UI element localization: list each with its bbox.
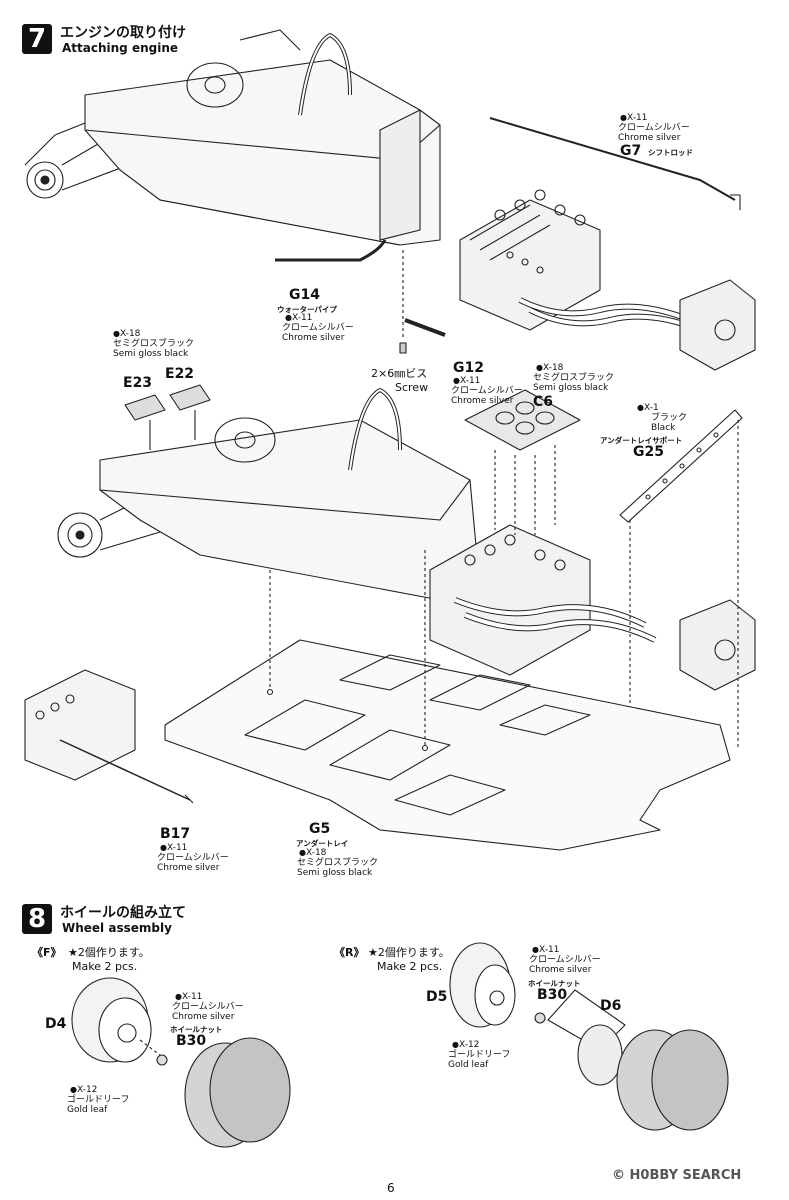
c6-color-jp: セミグロスブラック bbox=[533, 373, 615, 383]
g25-color-en: Black bbox=[651, 423, 676, 433]
step-7-number: 7 bbox=[22, 24, 52, 54]
watermark: © H0BBY SEARCH bbox=[612, 1168, 741, 1183]
e2223-color-jp: セミグロスブラック bbox=[113, 339, 195, 349]
g7-color-jp: クロームシルバー bbox=[618, 123, 690, 133]
e23-part-number: E23 bbox=[123, 375, 153, 391]
g12-part-number: G12 bbox=[453, 360, 484, 376]
g7-color-en: Chrome silver bbox=[618, 133, 681, 143]
step-7-title-en: Attaching engine bbox=[62, 41, 179, 55]
d6-part-number: D6 bbox=[600, 998, 622, 1014]
rear-b30-color-en: Chrome silver bbox=[529, 965, 592, 975]
g14-color-jp: クロームシルバー bbox=[282, 323, 354, 333]
front-leaf-color-en: Gold leaf bbox=[67, 1105, 108, 1115]
rear-leaf-color-jp: ゴールドリーフ bbox=[448, 1050, 511, 1060]
front-b30-part-number: B30 bbox=[176, 1033, 207, 1049]
g25-part-name: アンダートレイサポート bbox=[600, 436, 683, 445]
g5-color-jp: セミグロスブラック bbox=[297, 858, 379, 868]
b17-part-number: B17 bbox=[160, 826, 191, 842]
g25-color-jp: ブラック bbox=[651, 413, 688, 423]
rear-b30-part-name: ホイールナット bbox=[528, 979, 581, 988]
front-b30-color-en: Chrome silver bbox=[172, 1012, 235, 1022]
rear-wheel-tag: 《R》 bbox=[334, 946, 365, 959]
c6-part-number: C6 bbox=[533, 394, 554, 410]
d4-part-number: D4 bbox=[45, 1016, 67, 1032]
b17-color-en: Chrome silver bbox=[157, 863, 220, 873]
b17-color-jp: クロームシルバー bbox=[157, 853, 229, 863]
g7-code: X-11 bbox=[620, 113, 647, 123]
d5-part-number: D5 bbox=[426, 989, 448, 1005]
front-b30-color-jp: クロームシルバー bbox=[172, 1002, 244, 1012]
g12-color-jp: クロームシルバー bbox=[451, 386, 523, 396]
g7-part-number: G7 bbox=[620, 143, 642, 159]
rear-wheel-make-jp: ★2個作ります。 bbox=[368, 946, 450, 959]
step-7-title-jp: エンジンの取り付け bbox=[60, 25, 186, 41]
rear-b30-color-jp: クロームシルバー bbox=[529, 955, 601, 965]
front-leaf-code: X-12 bbox=[70, 1085, 97, 1095]
screw-size: 2×6㎜ビス bbox=[371, 367, 428, 380]
b17-code: X-11 bbox=[160, 843, 187, 853]
step-8-number: 8 bbox=[22, 904, 52, 934]
step-8-title-jp: ホイールの組み立て bbox=[60, 905, 186, 921]
c6-color-en: Semi gloss black bbox=[533, 383, 609, 393]
front-wheel-make-en: Make 2 pcs. bbox=[72, 960, 138, 973]
chassis-top bbox=[24, 29, 756, 371]
e22-part-number: E22 bbox=[165, 366, 195, 382]
g25-code: X-1 bbox=[637, 403, 659, 413]
g12-color-en: Chrome silver bbox=[451, 396, 514, 406]
g5-part-number: G5 bbox=[309, 821, 331, 837]
watermark-copyright: © bbox=[612, 1168, 625, 1183]
front-wheel-make-jp: ★2個作ります。 bbox=[68, 946, 150, 959]
watermark-text: H0BBY SEARCH bbox=[629, 1168, 742, 1183]
rear-b30-part-number: B30 bbox=[537, 987, 568, 1003]
g12-code: X-11 bbox=[453, 376, 480, 386]
g5-color-en: Semi gloss black bbox=[297, 868, 373, 878]
g5-code: X-18 bbox=[299, 848, 326, 858]
front-leaf-color-jp: ゴールドリーフ bbox=[67, 1095, 130, 1105]
g14-part-number: G14 bbox=[289, 287, 320, 303]
e2223-color-en: Semi gloss black bbox=[113, 349, 189, 359]
rear-wheel-make-en: Make 2 pcs. bbox=[377, 960, 443, 973]
g25-part-number: G25 bbox=[633, 444, 664, 460]
front-b30-part-name: ホイールナット bbox=[170, 1025, 223, 1034]
step-8-title-en: Wheel assembly bbox=[62, 921, 172, 935]
rear-b30-code: X-11 bbox=[532, 945, 559, 955]
page-number: 6 bbox=[387, 1181, 395, 1195]
g14-code: X-11 bbox=[285, 313, 312, 323]
g7-part-name: シフトロッド bbox=[648, 148, 693, 157]
chassis-middle bbox=[57, 384, 756, 830]
c6-code: X-18 bbox=[536, 363, 563, 373]
g5-part-name: アンダートレイ bbox=[296, 839, 349, 848]
g14-color-en: Chrome silver bbox=[282, 333, 345, 343]
screw-label: Screw bbox=[395, 381, 429, 394]
g14-part-name: ウォーターパイプ bbox=[277, 305, 337, 314]
rear-leaf-color-en: Gold leaf bbox=[448, 1060, 489, 1070]
b17-detail bbox=[24, 669, 194, 804]
undertray bbox=[164, 550, 731, 851]
front-wheel-tag: 《F》 bbox=[32, 946, 62, 959]
front-b30-code: X-11 bbox=[175, 992, 202, 1002]
e2223-code: X-18 bbox=[113, 329, 140, 339]
rear-wheel bbox=[449, 942, 729, 1131]
front-wheel bbox=[71, 977, 291, 1148]
rear-leaf-code: X-12 bbox=[452, 1040, 479, 1050]
